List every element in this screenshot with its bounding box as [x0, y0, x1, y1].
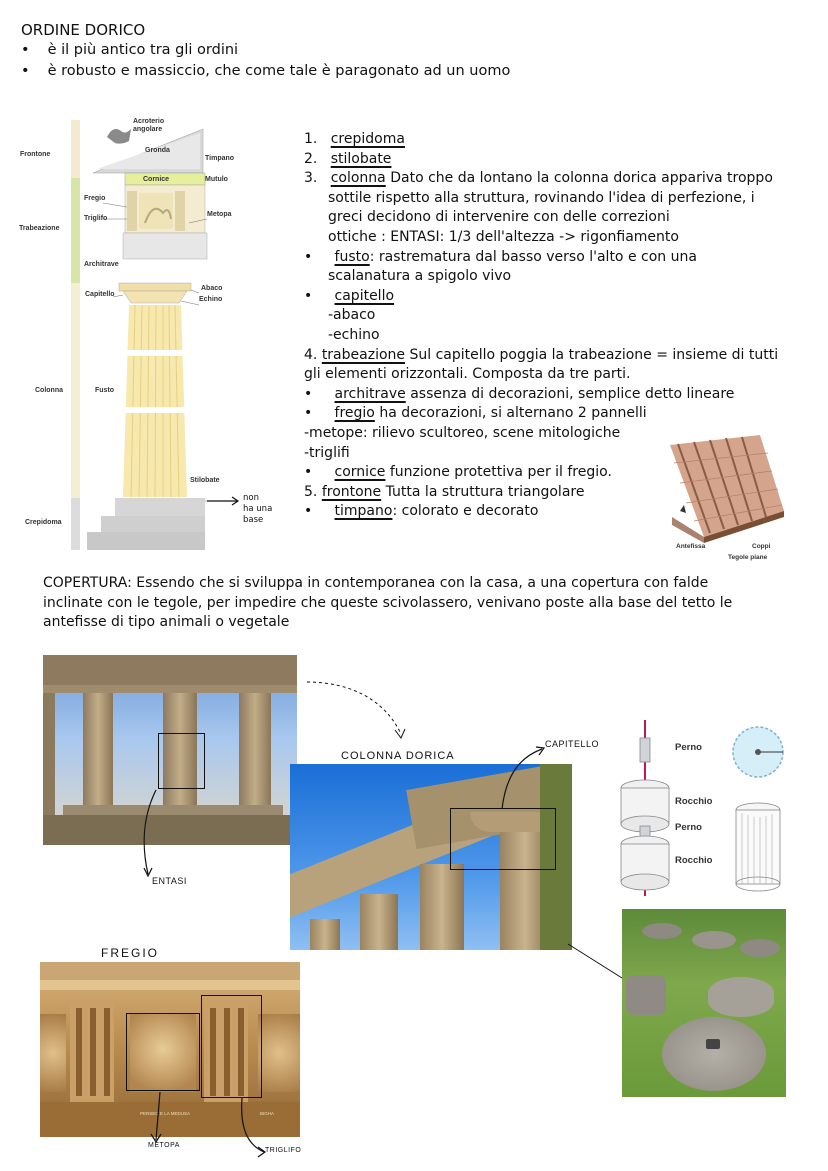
label-rocchio-1: Rocchio	[675, 796, 713, 807]
doric-order-diagram: Frontone Trabeazione Colonna Crepidoma A…	[15, 115, 275, 555]
header-bullet-2: •è robusto e massiccio, che come tale è …	[21, 63, 511, 79]
label-entasi: ENTASI	[152, 876, 187, 886]
label-timpano: Timpano	[205, 155, 235, 162]
list-item: • fusto: rastrematura dal basso verso l'…	[304, 248, 697, 265]
label-triglifo: Triglifo	[84, 215, 108, 222]
list-item: 2. stilobate	[304, 150, 392, 167]
label-metopa: Metopa	[207, 211, 232, 218]
label-capitello: Capitello	[85, 291, 115, 298]
list-text: ottiche : ENTASI: 1/3 dell'altezza -> ri…	[328, 228, 679, 245]
drum-connector-line	[567, 943, 623, 979]
frieze-photo: PERSEO E LA MEDUSA BIGHA	[40, 962, 300, 1137]
page-title: ORDINE DORICO	[21, 21, 146, 39]
list-text: scalanatura a spigolo vivo	[328, 268, 512, 285]
label-echino: Echino	[199, 296, 223, 303]
entasi-highlight-box	[158, 733, 205, 789]
label-triglifo: TRIGLIFO	[265, 1147, 302, 1154]
note-no-base: non ha una base	[243, 493, 273, 525]
triglifo-highlight-box	[201, 995, 262, 1098]
label-tegole-piane: Tegole piane	[728, 554, 768, 561]
metopa-highlight-box	[126, 1013, 200, 1091]
list-text: -metope: rilievo scultoreo, scene mitolo…	[304, 424, 621, 441]
capitello-arrow	[501, 746, 546, 810]
list-text: sottile rispetto alla struttura, rovinan…	[328, 189, 755, 206]
parts-list: 1. crepidoma 2. stilobate 3. colonna Dat…	[304, 130, 814, 522]
list-item: • cornice funzione protettiva per il fre…	[304, 464, 612, 481]
drum-dowel-diagram: Perno Rocchio Perno Rocchio	[615, 718, 795, 898]
list-item: • architrave assenza di decorazioni, sem…	[304, 385, 735, 402]
list-text: -abaco	[328, 307, 376, 324]
label-cornice: Cornice	[143, 176, 170, 183]
copertura-paragraph: COPERTURA: Essendo che si sviluppa in co…	[43, 575, 733, 630]
list-text: greci decidono di intervenire con delle …	[328, 209, 670, 226]
list-item: 4. trabeazione Sul capitello poggia la t…	[304, 346, 779, 363]
label-colonna-dorica: COLONNA DORICA	[341, 750, 455, 762]
label-perno-1: Perno	[675, 742, 702, 753]
column-drums-photo	[622, 909, 786, 1097]
list-item: 5. frontone Tutta la struttura triangola…	[304, 483, 585, 500]
triglifo-arrow	[241, 1097, 267, 1158]
frieze-caption-left: PERSEO E LA MEDUSA	[140, 1111, 191, 1116]
label-gronda: Gronda	[145, 147, 170, 154]
frieze-caption-right: BIGHA	[260, 1111, 275, 1116]
label-mutulo: Mutulo	[205, 176, 228, 183]
label-antefissa: Antefissa	[676, 543, 706, 550]
label-stilobate: Stilobate	[190, 477, 220, 484]
doric-column-photo	[290, 764, 572, 950]
list-text: gli elementi orizzontali. Composta da tr…	[304, 366, 631, 383]
label-architrave: Architrave	[84, 261, 119, 268]
list-item: • timpano: colorato e decorato	[304, 503, 539, 520]
metopa-arrow	[150, 1091, 162, 1144]
label-trabeazione: Trabeazione	[19, 225, 60, 232]
label-rocchio-2: Rocchio	[675, 855, 713, 866]
label-fregio: FREGIO	[101, 946, 160, 960]
drum-illustration	[620, 720, 784, 896]
list-item: • capitello	[304, 287, 395, 304]
label-acroterio: Acroterio angolare	[133, 118, 165, 133]
label-fregio: Fregio	[84, 195, 106, 202]
label-perno-2: Perno	[675, 822, 702, 833]
label-crepidoma: Crepidoma	[25, 519, 62, 526]
header-bullet-1: •è il più antico tra gli ordini	[21, 42, 239, 58]
roof-tiles-diagram: Antefissa Coppi Tegole piane	[664, 433, 788, 571]
list-item: 3. colonna Dato che da lontano la colonn…	[304, 170, 773, 187]
label-fusto: Fusto	[95, 387, 115, 394]
label-colonna: Colonna	[35, 387, 63, 394]
roof-tiles-illustration	[670, 435, 784, 543]
label-capitello: CAPITELLO	[545, 739, 600, 749]
temple-columns-photo	[43, 655, 297, 845]
label-coppi: Coppi	[752, 543, 771, 550]
label-abaco: Abaco	[201, 285, 223, 292]
list-item: 1. crepidoma	[304, 131, 405, 147]
entasi-arrow	[143, 789, 157, 878]
doric-column-illustration	[71, 120, 240, 550]
list-item: • fregio ha decorazioni, si alternano 2 …	[304, 405, 647, 422]
dashed-arrow	[306, 681, 406, 739]
list-text: -triglifi	[304, 444, 350, 461]
label-metopa: METOPA	[148, 1142, 180, 1149]
list-text: -echino	[328, 326, 380, 343]
capitello-highlight-box	[450, 808, 556, 870]
label-frontone: Frontone	[20, 151, 51, 158]
